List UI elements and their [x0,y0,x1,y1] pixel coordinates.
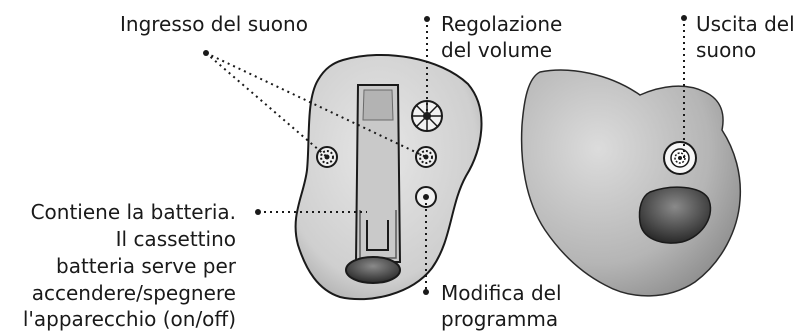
faceplate-device [294,54,483,301]
shell-body [520,69,742,297]
label-volume-line2: del volume [441,38,552,62]
dot-program [423,289,429,295]
battery-drawer [354,84,402,263]
battery-door-grip [345,256,401,284]
label-battery-line5: l'apparecchio (on/off) [23,307,236,331]
label-battery-line1: Contiene la batteria. [31,200,236,224]
microphone-right [415,146,437,168]
leader-dots [203,15,687,295]
leader-sound-input-left [205,52,328,158]
label-program-line2: programma [441,307,558,331]
volume-wheel [411,100,443,132]
sound-outlet [663,141,697,175]
label-output-line1: Uscita del [696,12,795,36]
label-output-line2: suono [696,38,756,62]
microphone-left [316,146,338,168]
label-battery-line3: batteria serve per [56,254,237,278]
label-volume-line1: Regolazione [441,12,562,36]
dot-battery [255,209,261,215]
leader-sound-input-right [205,52,427,158]
dot-output [681,15,687,21]
label-sound-input: Ingresso del suono [120,12,308,36]
shell-device [520,69,742,297]
label-battery-line4: accendere/spegnere [32,281,236,305]
leader-lines [205,18,685,292]
dot-volume [424,16,430,22]
label-battery-line2: Il cassettino [116,227,236,251]
label-program-line1: Modifica del [441,281,562,305]
vent-opening [638,186,712,244]
dot-sound-input [203,50,209,56]
